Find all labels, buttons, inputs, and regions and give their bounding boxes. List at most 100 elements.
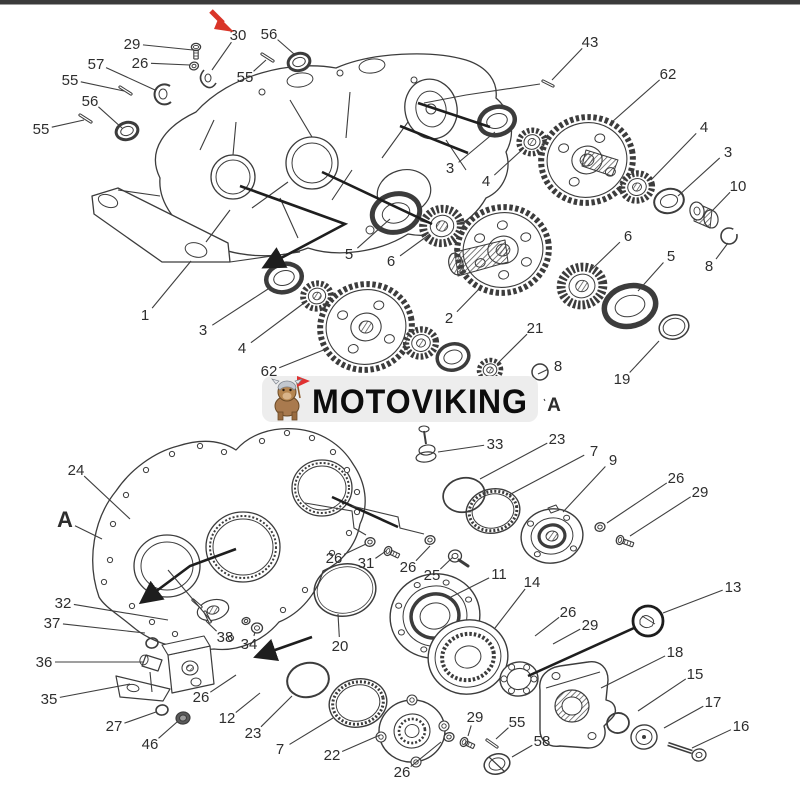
o-ring-20 (313, 563, 377, 617)
callout-label-19: 19 (614, 371, 631, 388)
callout-label-15: 15 (687, 666, 704, 683)
viking-dog-mascot-icon (271, 376, 310, 421)
callout-label-29: 29 (692, 484, 709, 501)
o-ring-27 (155, 704, 169, 716)
callout-leader (158, 721, 178, 739)
callout-label-6: 6 (624, 228, 632, 245)
callout-leader (150, 62, 191, 66)
ring-56 (114, 120, 140, 142)
callout-label-20: 20 (332, 638, 349, 655)
callout-leader (105, 67, 156, 91)
hex-bolt-16 (667, 741, 707, 762)
alignment-line (239, 184, 349, 269)
callout-leader (493, 147, 525, 176)
washer-26 (364, 537, 376, 547)
o-ring-20-inner (316, 566, 374, 614)
leader-line (351, 505, 425, 535)
callout-leader (212, 288, 269, 326)
callout-leader (253, 631, 256, 637)
circled-fitting-13 (631, 604, 665, 638)
callout-leader (341, 734, 381, 753)
callout-leader (562, 466, 606, 513)
callout-leader (83, 475, 131, 520)
callout-label-4: 4 (700, 119, 708, 136)
callout-label-38: 38 (217, 629, 234, 646)
mascot-helmet (277, 380, 297, 391)
callout-label-17: 17 (705, 694, 722, 711)
callout-label-A: A (57, 507, 73, 532)
alignment-line (331, 495, 399, 529)
callout-label-A: A (547, 395, 561, 416)
callout-leader (437, 444, 485, 453)
callout-label-29: 29 (467, 709, 484, 726)
callout-label-55: 55 (62, 72, 79, 89)
callout-leader (637, 262, 664, 292)
alignment-line (417, 101, 491, 129)
callout-label-37: 37 (44, 615, 61, 632)
o-ring-37 (145, 637, 159, 649)
snap-ring-8 (720, 227, 738, 245)
callout-leader (650, 132, 697, 181)
pin-55 (78, 113, 93, 124)
callout-label-26: 26 (394, 764, 411, 781)
callout-label-26: 26 (193, 689, 210, 706)
callout-leader (663, 705, 704, 729)
alignment-line (253, 635, 313, 661)
washer-26 (594, 522, 606, 532)
callout-leader (552, 628, 581, 645)
callout-label-26: 26 (400, 559, 417, 576)
red-pointer-arrow-icon (209, 9, 234, 32)
callout-leader (205, 620, 217, 632)
bearing-ring (435, 342, 471, 372)
callout-label-7: 7 (276, 741, 284, 758)
pinion-gear-4 (516, 127, 548, 157)
ring-56 (286, 51, 312, 73)
plug-46 (175, 711, 191, 725)
spline-stub (581, 149, 619, 177)
plug-25 (447, 549, 470, 568)
callout-leader (479, 442, 548, 480)
hex-bolt-31 (383, 545, 401, 559)
cap-58 (483, 753, 511, 775)
callout-leader (410, 741, 442, 767)
callout-leader (691, 729, 732, 749)
washer-26 (241, 616, 251, 626)
callout-leader (289, 717, 334, 745)
hub-9 (520, 504, 584, 564)
callout-leader (611, 79, 661, 123)
callout-leader (235, 692, 261, 713)
callout-label-25: 25 (424, 567, 441, 584)
o-ring-15 (606, 712, 630, 734)
pin-55 (118, 85, 133, 96)
top-bar (0, 0, 800, 5)
pinion-gear-4 (300, 280, 334, 312)
pinion-gear-6 (556, 262, 608, 310)
callout-leader (80, 81, 125, 92)
pin-55 (260, 52, 275, 63)
splined-coupling-21 (476, 357, 504, 383)
callout-label-4: 4 (482, 173, 490, 190)
callout-leader (439, 556, 454, 570)
callout-label-8: 8 (554, 358, 562, 375)
hex-bolt-29 (459, 736, 476, 750)
callout-label-29: 29 (582, 617, 599, 634)
washer-26 (443, 732, 455, 742)
callout-label-26: 26 (132, 55, 149, 72)
seal-ring-7 (465, 488, 521, 534)
leader-line (423, 83, 541, 104)
callout-label-5: 5 (667, 248, 675, 265)
callout-label-26: 26 (326, 550, 343, 567)
watermark-text: MOTOVIKING (312, 383, 528, 421)
callout-label-27: 27 (106, 718, 123, 735)
callout-label-56: 56 (261, 26, 278, 43)
callout-leader (629, 340, 660, 373)
leader-line (167, 569, 213, 623)
callout-leader (74, 525, 103, 540)
callout-label-55: 55 (509, 714, 526, 731)
callout-label-14: 14 (524, 574, 541, 591)
callout-leader (537, 368, 549, 375)
retainer-ring-19 (658, 314, 690, 340)
valve-block-32 (161, 635, 215, 694)
timing-cover-24 (92, 428, 366, 651)
